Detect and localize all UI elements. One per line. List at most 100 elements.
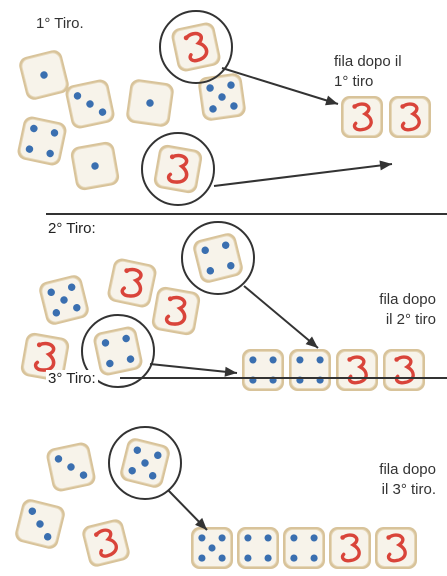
thrown-die-2-6 [93, 326, 143, 376]
worm-icon [394, 355, 415, 385]
thrown-die-2-3 [151, 286, 201, 336]
pip [310, 554, 318, 562]
section-divider-1 [46, 213, 447, 215]
pip [91, 162, 99, 170]
die-face [244, 351, 282, 389]
die-face [156, 147, 200, 191]
pip [79, 471, 88, 479]
kept-die-3-3 [283, 527, 325, 569]
pip [227, 81, 235, 89]
die-face [195, 235, 241, 281]
kept-die-2-4 [383, 349, 425, 391]
kept-die-3-4 [329, 527, 371, 569]
pip [154, 451, 162, 460]
kept-die-2-1 [242, 349, 284, 391]
pip [218, 554, 226, 562]
worm-icon [120, 267, 143, 298]
selection-circle-1-7 [159, 10, 233, 84]
pip [296, 356, 304, 364]
pip [67, 283, 76, 291]
arrow-1a [221, 67, 339, 106]
die-face [95, 328, 141, 374]
pip [25, 145, 34, 153]
roll-2-label: 2° Tiro: [46, 220, 98, 238]
selection-circle-3-2 [108, 426, 182, 500]
roll-3-label: 3° Tiro: [46, 370, 98, 388]
row-1-caption: fila dopo il 1° tiro [334, 53, 402, 90]
die-face [173, 24, 219, 70]
pip [73, 92, 82, 100]
worm-icon [166, 153, 189, 184]
pip [269, 356, 277, 364]
pip [290, 554, 298, 562]
arrow-2a [243, 285, 319, 349]
pip [227, 261, 235, 270]
section-divider-2 [120, 377, 447, 379]
selection-circle-1-8 [141, 132, 215, 206]
pip [47, 288, 55, 297]
pip [36, 520, 44, 528]
thrown-die-1-4 [198, 73, 246, 121]
pip [244, 554, 252, 562]
pip [101, 339, 110, 347]
arrow-1b [213, 160, 393, 187]
pip [221, 241, 230, 249]
pip [198, 534, 206, 542]
pip [290, 534, 298, 542]
pip [106, 359, 114, 368]
worm-icon [94, 528, 118, 558]
arrow-2b [149, 363, 238, 377]
pip [218, 534, 226, 542]
thrown-die-2-5 [20, 332, 70, 382]
row-2-caption: fila dopo il 2° tiro [379, 291, 436, 328]
pip [28, 507, 37, 515]
worm-icon [33, 341, 56, 372]
pip [54, 455, 63, 463]
thrown-die-1-2 [65, 79, 115, 129]
worm-icon [183, 31, 209, 63]
pip [141, 459, 149, 467]
pip [264, 554, 272, 562]
worm-icon [340, 533, 361, 563]
pip [209, 105, 217, 113]
pip [98, 108, 107, 116]
pip [40, 71, 48, 79]
die-face [109, 260, 155, 306]
pip [146, 99, 154, 107]
pip [122, 334, 130, 343]
pip [206, 84, 214, 92]
kept-die-3-2 [237, 527, 279, 569]
thrown-die-1-1 [19, 50, 69, 100]
thrown-die-1-8 [153, 144, 203, 194]
pip [73, 303, 81, 312]
row-3-caption: fila dopo il 3° tiro. [379, 461, 436, 498]
die-face [23, 335, 67, 379]
pip [30, 124, 38, 133]
roll-1-label: 1° Tiro. [36, 15, 84, 32]
pip [206, 267, 215, 275]
thrown-die-2-1 [39, 275, 89, 325]
pip [148, 472, 157, 480]
thrown-die-2-4 [193, 233, 243, 283]
pip [208, 544, 216, 552]
kept-die-2-2 [289, 349, 331, 391]
pip [46, 149, 54, 158]
selection-circle-2-6 [81, 314, 155, 388]
selection-circle-2-4 [181, 221, 255, 295]
pip [67, 463, 75, 471]
thrown-die-3-2 [120, 438, 170, 488]
thrown-die-2-2 [107, 258, 157, 308]
pip [244, 534, 252, 542]
pip [86, 100, 94, 108]
pip [218, 93, 226, 101]
pip [133, 446, 142, 454]
pip [52, 309, 61, 317]
pip [249, 356, 257, 364]
thrown-die-3-3 [15, 499, 65, 549]
pip [60, 296, 68, 304]
kept-die-1-1 [341, 96, 383, 138]
kept-die-2-3 [336, 349, 378, 391]
worm-icon [400, 102, 421, 132]
